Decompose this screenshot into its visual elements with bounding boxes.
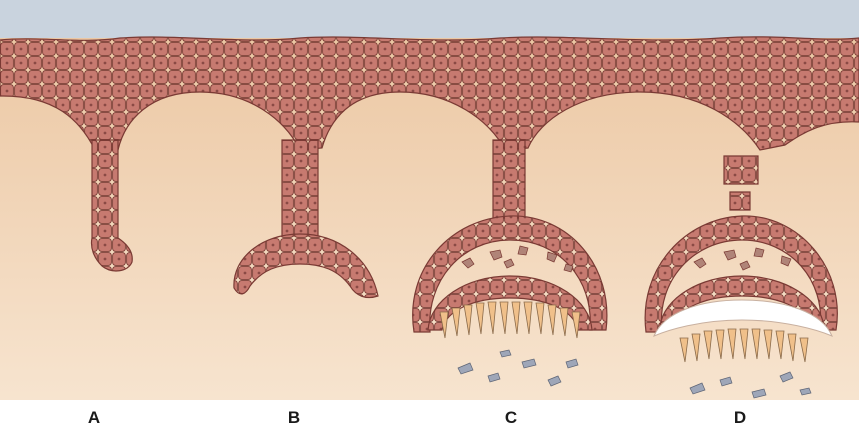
stage-label-a: A: [79, 408, 109, 428]
stage-b-stalk: [282, 140, 318, 236]
stage-label-b: B: [279, 408, 309, 428]
stage-label-d: D: [725, 408, 755, 428]
stage-label-c: C: [496, 408, 526, 428]
stage-c-stalk: [493, 140, 525, 218]
